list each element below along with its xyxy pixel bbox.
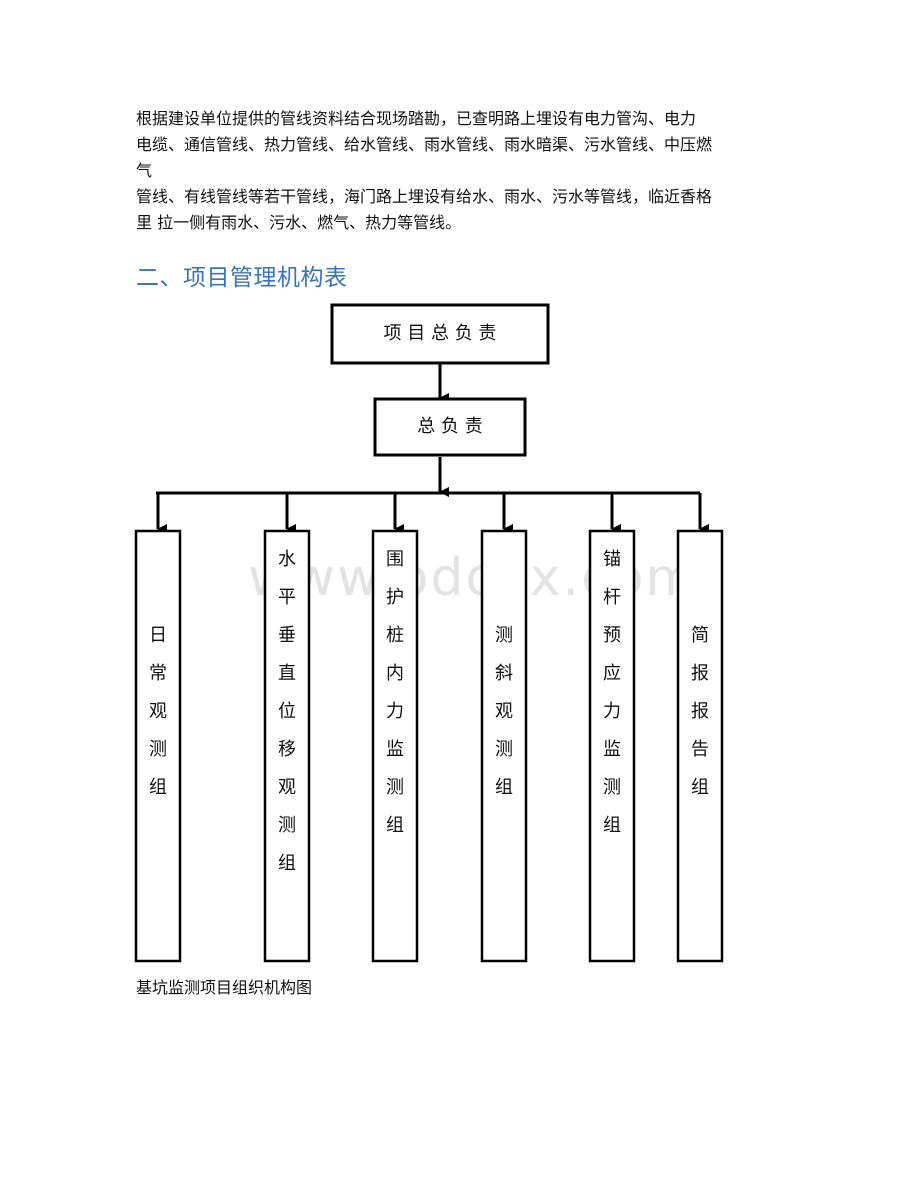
group-box-label-char: 监: [386, 739, 404, 760]
group-box-label-char: 报: [691, 663, 709, 684]
group-box: [676, 529, 724, 963]
group-box-label-char: 力: [603, 701, 621, 722]
paragraph-line: 管线、有线管线等若干管线，海门路上埋设有给水、雨水、污水等管线，临近香格: [136, 187, 713, 206]
group-box-label-char: 水: [278, 549, 296, 570]
group-box-label-char: 简: [691, 625, 709, 646]
top-box: [330, 303, 550, 365]
intro-paragraph: 根据建设单位提供的管线资料结合现场踏勘，已查明路上埋设有电力管沟、电力 电缆、通…: [136, 106, 796, 236]
group-box-label-char: 垂: [278, 625, 296, 646]
group-box-label-char: 平: [278, 587, 296, 608]
group-box-label-char: 组: [278, 853, 296, 874]
group-box-label-char: 报: [691, 701, 709, 722]
group-box-label-char: 位: [278, 701, 296, 722]
group-box-label-char: 测: [495, 625, 513, 646]
group-box-label-char: 告: [691, 739, 709, 760]
group-box-label-char: 测: [603, 777, 621, 798]
group-box: [371, 529, 419, 963]
group-box-label-char: 应: [603, 663, 621, 684]
group-box-label-char: 测: [386, 777, 404, 798]
group-box-label-char: 组: [691, 777, 709, 798]
group-box: [480, 529, 528, 963]
group-box-label-char: 观: [149, 701, 167, 722]
paragraph-line: 里 拉一侧有雨水、污水、燃气、热力等管线。: [136, 213, 462, 232]
paragraph-line: 气: [136, 161, 153, 180]
paragraph-line: 电缆、通信管线、热力管线、给水管线、雨水管线、雨水暗渠、污水管线、中压燃: [136, 135, 713, 154]
group-box-label-char: 围: [386, 549, 404, 570]
middle-box: [373, 397, 527, 457]
group-box-label-char: 预: [603, 625, 621, 646]
group-box-label-char: 测: [495, 739, 513, 760]
paragraph-line: 根据建设单位提供的管线资料结合现场踏勘，已查明路上埋设有电力管沟、电力: [136, 109, 697, 128]
group-box-label-char: 测: [149, 739, 167, 760]
group-box-label-char: 锚: [603, 549, 621, 570]
group-box-label-char: 护: [386, 587, 404, 608]
group-box-label-char: 杆: [603, 587, 621, 608]
group-box-label-char: 测: [278, 815, 296, 836]
section-heading: 二、项目管理机构表: [136, 265, 348, 291]
group-box-label-char: 斜: [495, 663, 513, 684]
middle-box-label: 总 负 责: [417, 416, 482, 437]
group-box-label-char: 组: [495, 777, 513, 798]
group-box-label-char: 组: [386, 815, 404, 836]
group-box-label-char: 力: [386, 701, 404, 722]
group-box-label-char: 组: [603, 815, 621, 836]
group-box-label-char: 内: [386, 663, 404, 684]
group-box-label-char: 组: [149, 777, 167, 798]
top-box-label: 项 目 总 负 责: [384, 323, 497, 344]
group-box-label-char: 移: [278, 739, 296, 760]
group-box-label-char: 桩: [386, 625, 404, 646]
group-box-label-char: 常: [149, 663, 167, 684]
group-box: [134, 529, 182, 963]
group-box-label-char: 监: [603, 739, 621, 760]
chart-caption: 基坑监测项目组织机构图: [136, 978, 313, 997]
group-box-label-char: 日: [149, 625, 167, 646]
group-box-label-char: 观: [495, 701, 513, 722]
group-box: [263, 529, 311, 963]
group-box: [588, 529, 636, 963]
group-box-label-char: 观: [278, 777, 296, 798]
group-box-label-char: 直: [278, 663, 296, 684]
